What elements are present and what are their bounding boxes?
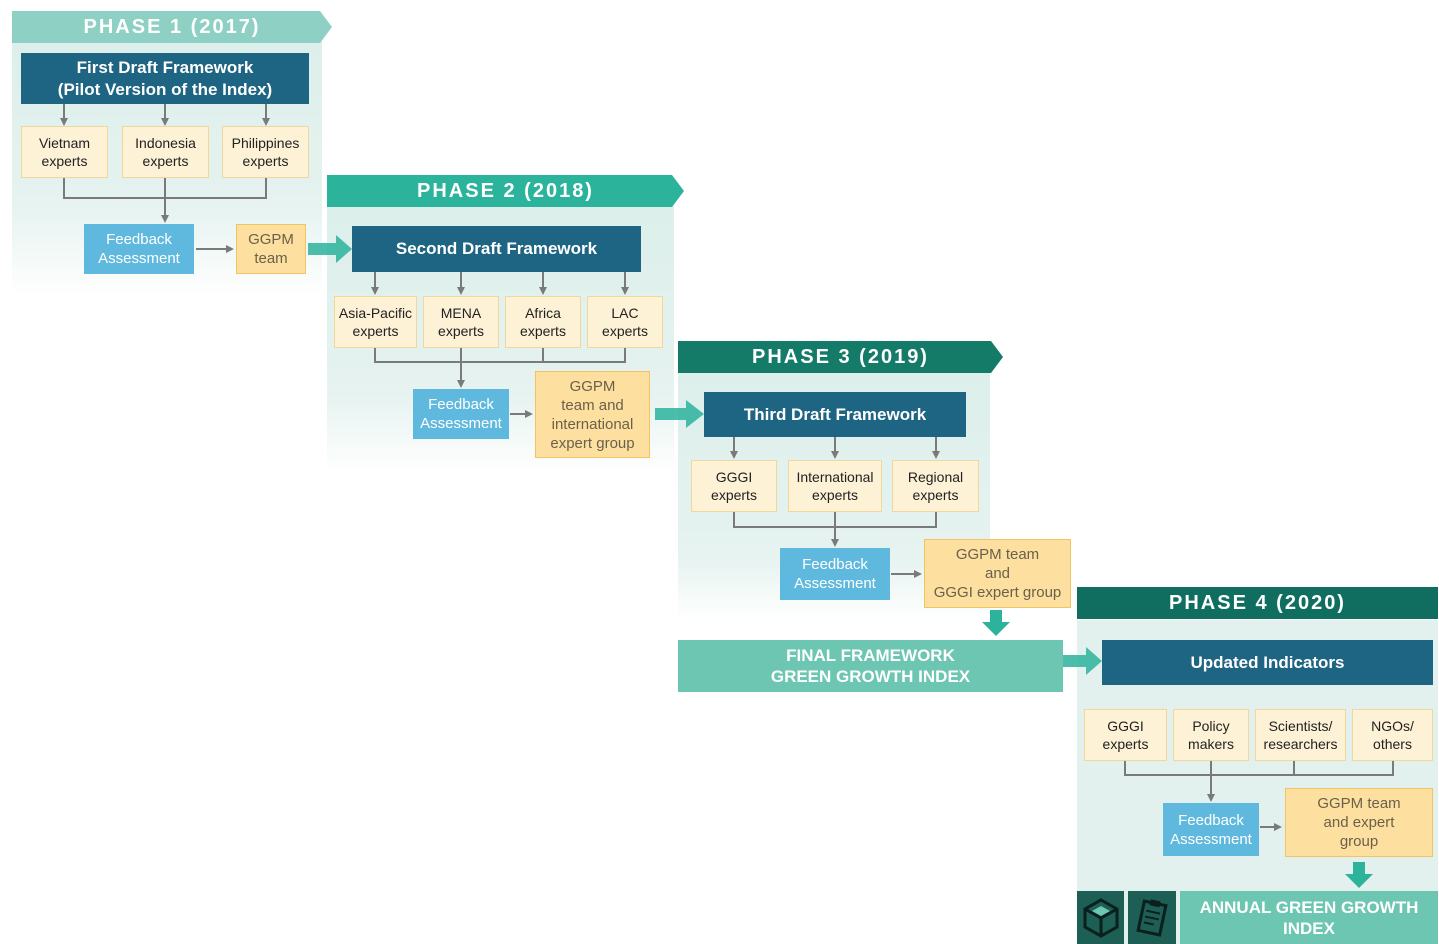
expert-label-line2: experts: [438, 323, 484, 339]
final-label-line1: FINAL FRAMEWORK: [786, 646, 955, 665]
expert-label-line1: Philippines: [231, 135, 300, 151]
expert-label-line1: Regional: [907, 469, 964, 485]
phase2-banner: PHASE 2 (2018): [327, 175, 684, 207]
annual-label-line1: ANNUAL GREEN GROWTH: [1199, 897, 1419, 917]
expert-label-line1: GGGI: [1107, 718, 1144, 734]
ngos-others-box: NGOs/ others: [1352, 709, 1433, 761]
expert-label-line1: MENA: [440, 305, 482, 321]
expert-label-line2: experts: [912, 487, 959, 503]
final-label-line2: GREEN GROWTH INDEX: [770, 667, 971, 686]
ggpm-label-line1: GGPM: [248, 231, 294, 248]
feedback-label-line2: Assessment: [420, 415, 502, 432]
cube-logo-icon: [1077, 891, 1124, 944]
phase3-banner: PHASE 3 (2019): [678, 341, 1003, 373]
phase4-gggi-experts-box: GGGI experts: [1084, 709, 1167, 761]
asia-pacific-experts-box: Asia-Pacific experts: [334, 296, 417, 348]
ggpm-label-line2: team: [254, 250, 288, 267]
framework-title-line2: (Pilot Version of the Index): [57, 79, 273, 99]
phase3-feedback-assessment-box: Feedback Assessment: [780, 548, 890, 600]
expert-label-line1: International: [796, 469, 874, 485]
expert-label-line2: experts: [602, 323, 648, 339]
gggi-experts-box: GGGI experts: [691, 460, 777, 512]
framework-title-line1: First Draft Framework: [76, 57, 254, 77]
feedback-label-line2: Assessment: [98, 250, 180, 267]
phase3-ggpm-team-box: GGPM team and GGGI expert group: [924, 539, 1071, 608]
expert-label-line1: Africa: [525, 305, 561, 321]
ggpm-label-line2: team and: [561, 396, 624, 414]
lac-experts-box: LAC experts: [587, 296, 663, 348]
updated-indicators-box: Updated Indicators: [1102, 640, 1433, 685]
expert-label-line2: experts: [520, 323, 566, 339]
vietnam-experts-box: Vietnam experts: [21, 126, 108, 178]
indonesia-experts-box: Indonesia experts: [122, 126, 209, 178]
expert-label-line2: experts: [242, 153, 289, 169]
expert-label-line1: Policy: [1192, 718, 1230, 734]
ggpm-label-line2: and: [984, 565, 1011, 582]
ggpm-label-line3: international: [551, 415, 634, 433]
ggpm-label-line3: GGGI expert group: [933, 584, 1062, 601]
feedback-label-line2: Assessment: [794, 575, 876, 592]
expert-label-line1: GGGI: [715, 469, 753, 485]
ggpm-label-line1: GGPM team: [955, 546, 1040, 563]
regional-experts-box: Regional experts: [892, 460, 979, 512]
feedback-label-line1: Feedback: [1178, 811, 1244, 829]
expert-label-line2: experts: [1102, 736, 1149, 752]
expert-label-line2: experts: [41, 153, 88, 169]
expert-label-line2: makers: [1188, 736, 1234, 752]
scientists-researchers-box: Scientists/ researchers: [1255, 709, 1346, 761]
phase1-feedback-assessment-box: Feedback Assessment: [84, 224, 194, 274]
expert-label-line2: experts: [352, 323, 399, 339]
expert-label-line2: experts: [711, 487, 757, 503]
first-draft-framework-box: First Draft Framework (Pilot Version of …: [21, 53, 309, 104]
feedback-label-line1: Feedback: [428, 396, 494, 413]
phase2-ggpm-team-box: GGPM team and international expert group: [535, 371, 650, 458]
expert-label-line1: Asia-Pacific: [338, 305, 413, 321]
annual-green-growth-index-box: ANNUAL GREEN GROWTH INDEX: [1180, 891, 1438, 944]
philippines-experts-box: Philippines experts: [222, 126, 309, 178]
expert-label-line1: LAC: [611, 305, 639, 321]
annual-label-line2: INDEX: [1283, 918, 1335, 938]
feedback-label-line2: Assessment: [1170, 830, 1252, 848]
phase4-ggpm-team-box: GGPM team and expert group: [1285, 788, 1433, 857]
expert-label-line2: experts: [812, 487, 858, 503]
phase1-banner: PHASE 1 (2017): [12, 11, 332, 43]
expert-label-line2: others: [1373, 736, 1412, 752]
phase4-banner: PHASE 4 (2020): [1077, 587, 1438, 619]
expert-label-line2: experts: [142, 153, 189, 169]
ggpm-label-line4: expert group: [550, 434, 635, 452]
phase4-feedback-assessment-box: Feedback Assessment: [1163, 803, 1259, 856]
phase2-feedback-assessment-box: Feedback Assessment: [413, 389, 509, 439]
ggpm-label-line1: GGPM team: [1317, 795, 1401, 812]
feedback-label-line1: Feedback: [106, 231, 172, 248]
second-draft-framework-box: Second Draft Framework: [352, 226, 641, 272]
ggpm-label-line1: GGPM: [569, 377, 616, 395]
clipboard-icon: [1128, 891, 1176, 944]
third-draft-framework-box: Third Draft Framework: [704, 392, 966, 437]
international-experts-box: International experts: [788, 460, 882, 512]
final-framework-box: FINAL FRAMEWORK GREEN GROWTH INDEX: [678, 640, 1063, 692]
feedback-label-line1: Feedback: [802, 556, 868, 573]
phase1-ggpm-team-box: GGPM team: [236, 224, 306, 274]
mena-experts-box: MENA experts: [423, 296, 499, 348]
expert-label-line1: NGOs/: [1371, 718, 1414, 734]
africa-experts-box: Africa experts: [505, 296, 581, 348]
expert-label-line1: Vietnam: [38, 135, 91, 151]
expert-label-line1: Indonesia: [135, 135, 196, 151]
ggpm-label-line3: group: [1339, 833, 1379, 850]
policy-makers-box: Policy makers: [1173, 709, 1249, 761]
expert-label-line1: Scientists/: [1268, 718, 1333, 734]
expert-label-line2: researchers: [1263, 736, 1338, 752]
ggpm-label-line2: and expert: [1323, 814, 1395, 831]
